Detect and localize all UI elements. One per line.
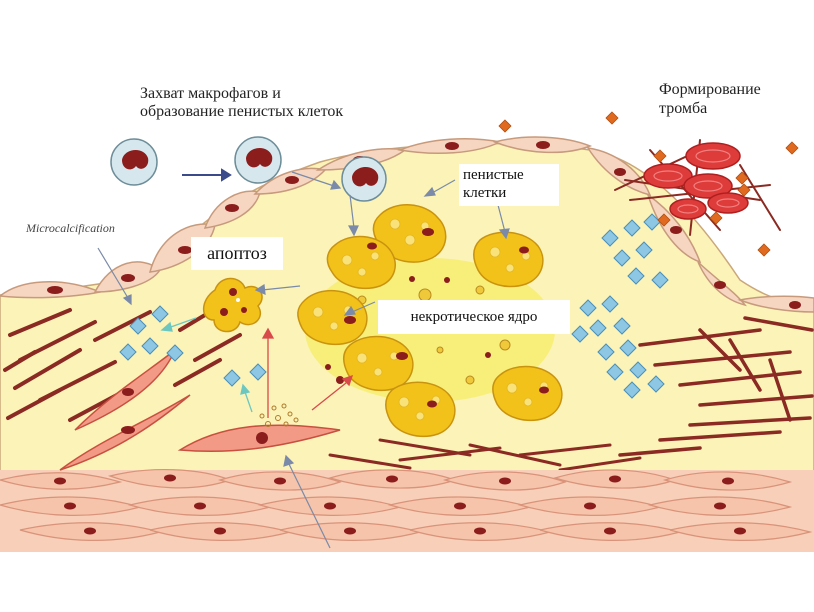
microcalcification-label: Microcalcification [26,221,115,235]
platelets [498,111,799,257]
necrotic-core-label: некротическое ядро [378,300,570,334]
migration-arrows [182,168,232,182]
foam-cells-label-line1: пенистые [463,167,524,183]
vesicle-release [259,403,299,427]
macrophage-capture-label-line1: Захват макрофагов и [140,85,281,102]
foam-cells-label: пенистые клетки [459,164,559,206]
red-blood-cells [643,142,749,220]
smooth-muscle-layer [0,469,814,552]
apoptosis-label: апоптоз [191,237,283,270]
calcification-crystals [119,213,669,399]
thrombus-label-line1: Формирование [659,81,761,98]
collagen-fibers-right [618,316,814,457]
apoptotic-cell [202,277,263,333]
macrophage-capture-label-line2: образование пенистых клеток [140,103,344,120]
foam-cells [297,204,563,438]
calcification-arrows [160,317,253,413]
apoptosis-arrows [261,327,354,418]
thrombus-label-line2: тромба [659,100,708,117]
collagen-fibers-bottom [328,438,642,472]
monocytes [110,136,387,202]
pointer-arrows [97,171,510,549]
foam-cell-nuclei [344,228,549,408]
foam-cells-label-line2: клетки [463,185,507,201]
